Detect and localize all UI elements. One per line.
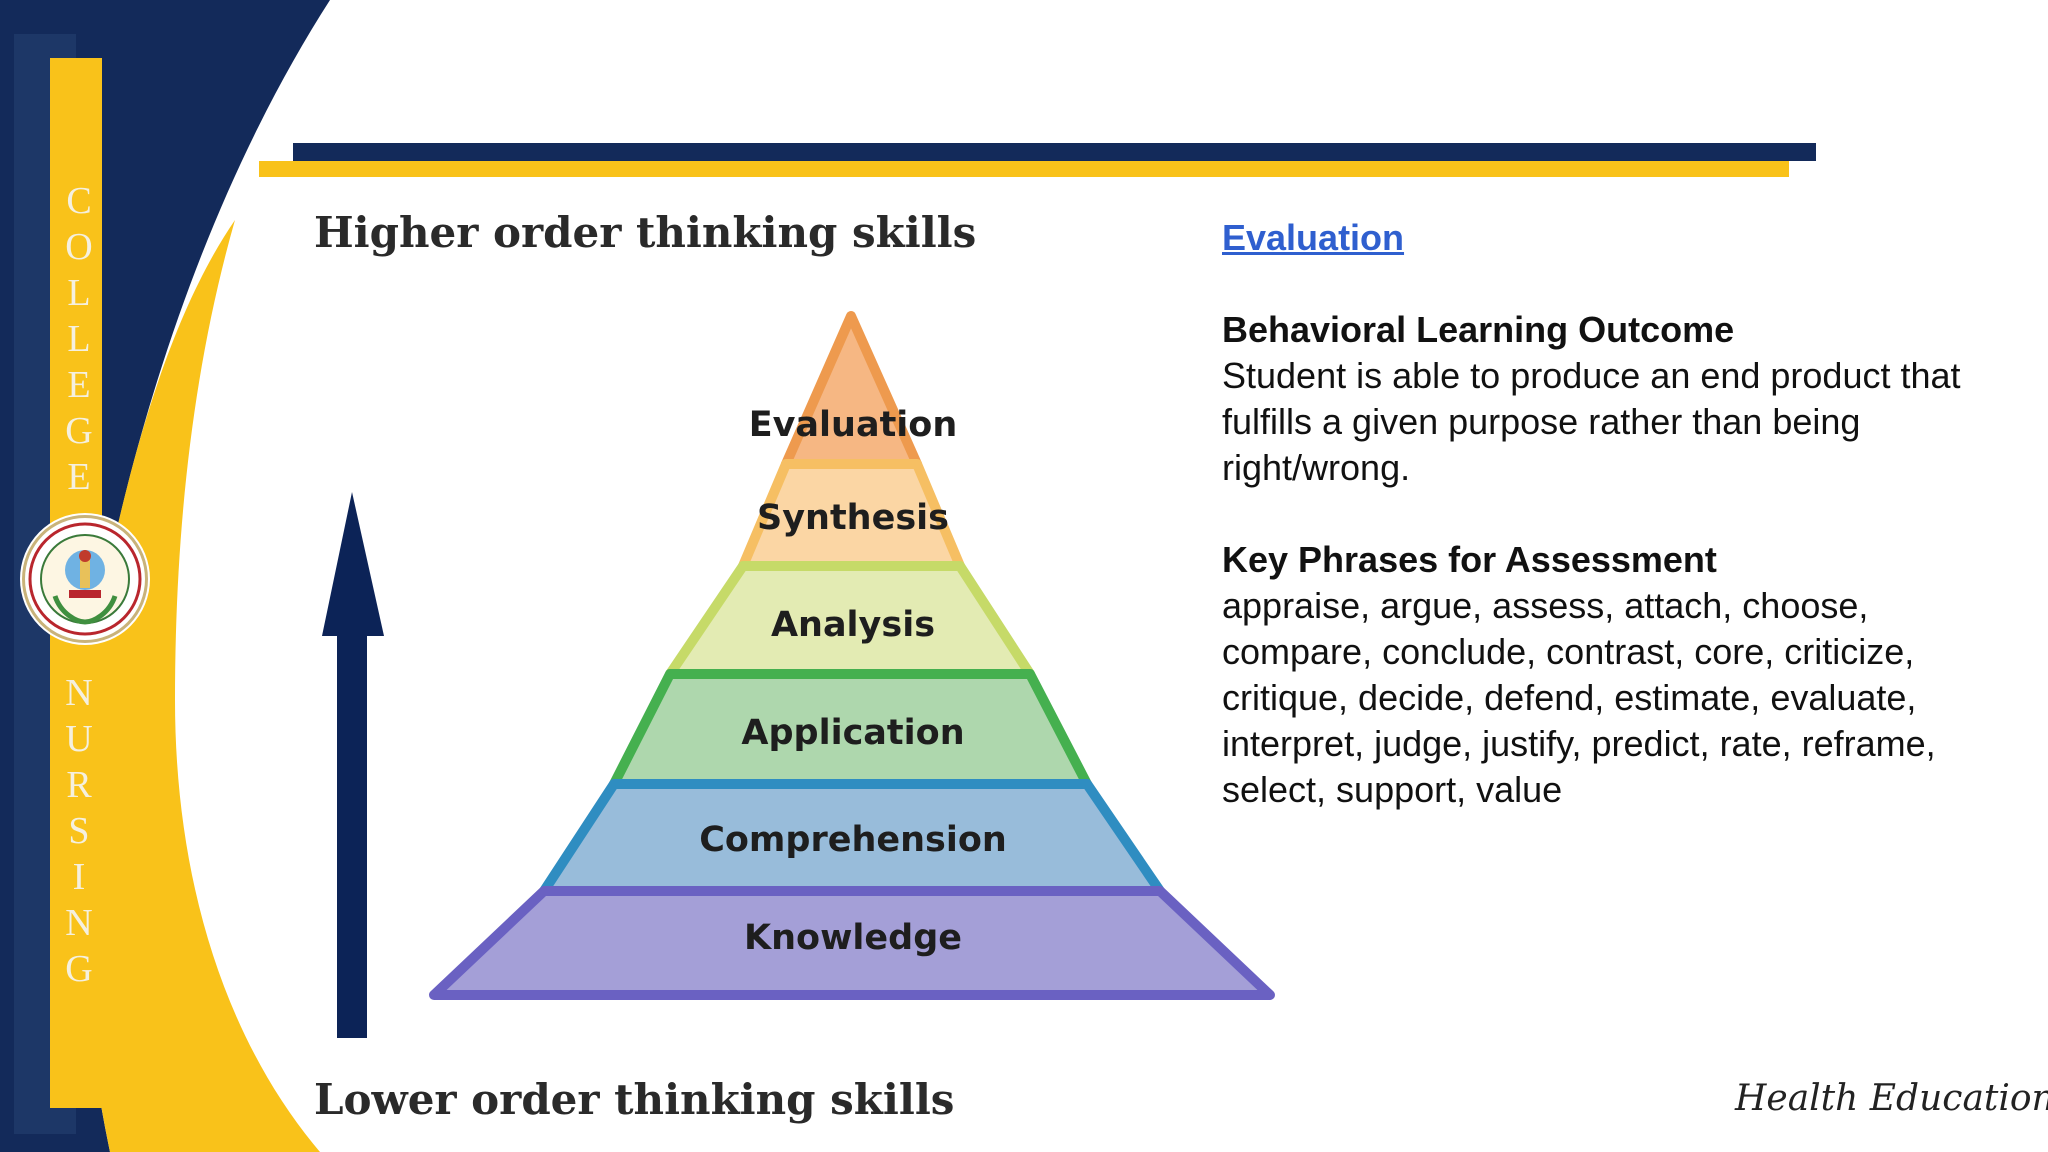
sidebar-letter: N bbox=[65, 672, 93, 714]
pyramid-level-knowledge bbox=[429, 886, 1275, 1000]
sidebar-letter: O bbox=[65, 226, 93, 268]
health-education-signature: Health Education bbox=[1735, 1078, 2048, 1119]
sidebar-letter: U bbox=[65, 718, 93, 760]
header-navy-bar bbox=[293, 143, 1816, 161]
thinking-skills-pyramid: Evaluation Synthesis Analysis Applicatio… bbox=[429, 311, 1275, 1000]
sidebar-letter: R bbox=[66, 764, 92, 806]
sidebar-letter: N bbox=[65, 902, 93, 944]
pyramid-label-comprehension: Comprehension bbox=[699, 820, 1007, 860]
pyramid-label-synthesis: Synthesis bbox=[757, 498, 949, 538]
sidebar-letter: L bbox=[67, 318, 91, 360]
lower-order-label: Lower order thinking skills bbox=[314, 1075, 955, 1124]
sidebar-letter: G bbox=[65, 948, 93, 990]
sidebar-letter: G bbox=[65, 410, 93, 452]
upward-arrow-icon bbox=[322, 492, 384, 1038]
evaluation-description: Evaluation Behavioral Learning Outcome S… bbox=[1222, 215, 2022, 813]
gold-swoosh bbox=[80, 220, 320, 1152]
header-gold-bar bbox=[259, 161, 1789, 177]
outcome-text: Student is able to produce an end produc… bbox=[1222, 355, 1961, 488]
sidebar-letter: I bbox=[72, 856, 86, 898]
sidebar-letter: C bbox=[66, 180, 92, 222]
sidebar-nursing-text: N U R S I N G bbox=[62, 670, 96, 992]
pyramid-label-analysis: Analysis bbox=[771, 605, 935, 645]
sidebar-college-text: C O L L E G E bbox=[62, 178, 96, 500]
outcome-heading: Behavioral Learning Outcome bbox=[1222, 309, 1735, 350]
seal-icon bbox=[28, 522, 142, 636]
higher-order-label: Higher order thinking skills bbox=[314, 208, 977, 257]
pyramid-label-evaluation: Evaluation bbox=[749, 405, 958, 445]
evaluation-title-link[interactable]: Evaluation bbox=[1222, 217, 1405, 258]
sidebar-letter: L bbox=[67, 272, 91, 314]
phrases-heading: Key Phrases for Assessment bbox=[1222, 539, 1717, 580]
phrases-text: appraise, argue, assess, attach, choose,… bbox=[1222, 585, 1936, 810]
pyramid-label-application: Application bbox=[741, 713, 964, 753]
sidebar-letter: E bbox=[67, 364, 91, 406]
sidebar-letter: S bbox=[68, 810, 90, 852]
sidebar-letter: E bbox=[67, 456, 91, 498]
college-seal-logo bbox=[22, 515, 148, 643]
pyramid-label-knowledge: Knowledge bbox=[744, 918, 962, 958]
